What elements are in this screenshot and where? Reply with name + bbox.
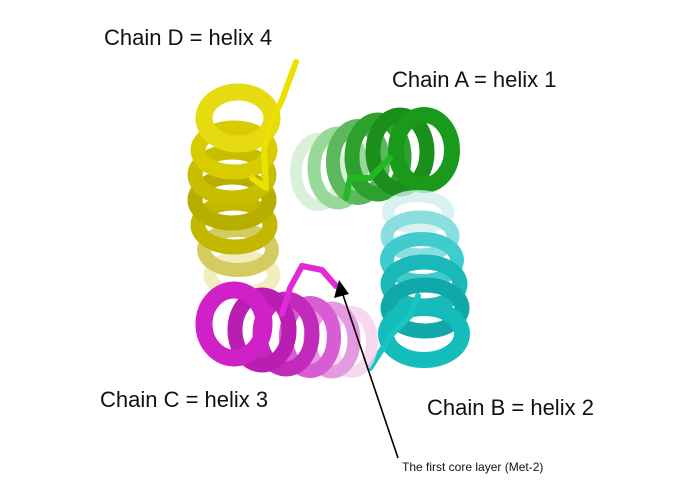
helix-d: [187, 59, 299, 300]
helix-b-coils: [378, 190, 470, 368]
label-core-layer: The first core layer (Met-2): [402, 460, 544, 474]
label-chain-c: Chain C = helix 3: [100, 387, 269, 412]
annotation-arrow: [334, 280, 399, 459]
label-chain-a: Chain A = helix 1: [392, 67, 557, 92]
arrow-line: [341, 291, 399, 459]
helix-c: [195, 263, 378, 379]
helix-b-sidechain: [367, 293, 421, 371]
label-chain-d: Chain D = helix 4: [104, 25, 273, 50]
helix-a-sidechain: [343, 155, 393, 201]
helix-c-sidechain: [279, 263, 339, 317]
helix-a: [290, 107, 460, 211]
helix-b: [367, 190, 470, 371]
label-chain-b: Chain B = helix 2: [427, 395, 594, 420]
helix-d-coils: [187, 83, 281, 300]
arrow-head: [334, 280, 349, 298]
helix-c-coils: [195, 281, 378, 379]
helix-a-coils: [290, 107, 460, 211]
helix-d-sidechain: [249, 59, 299, 191]
